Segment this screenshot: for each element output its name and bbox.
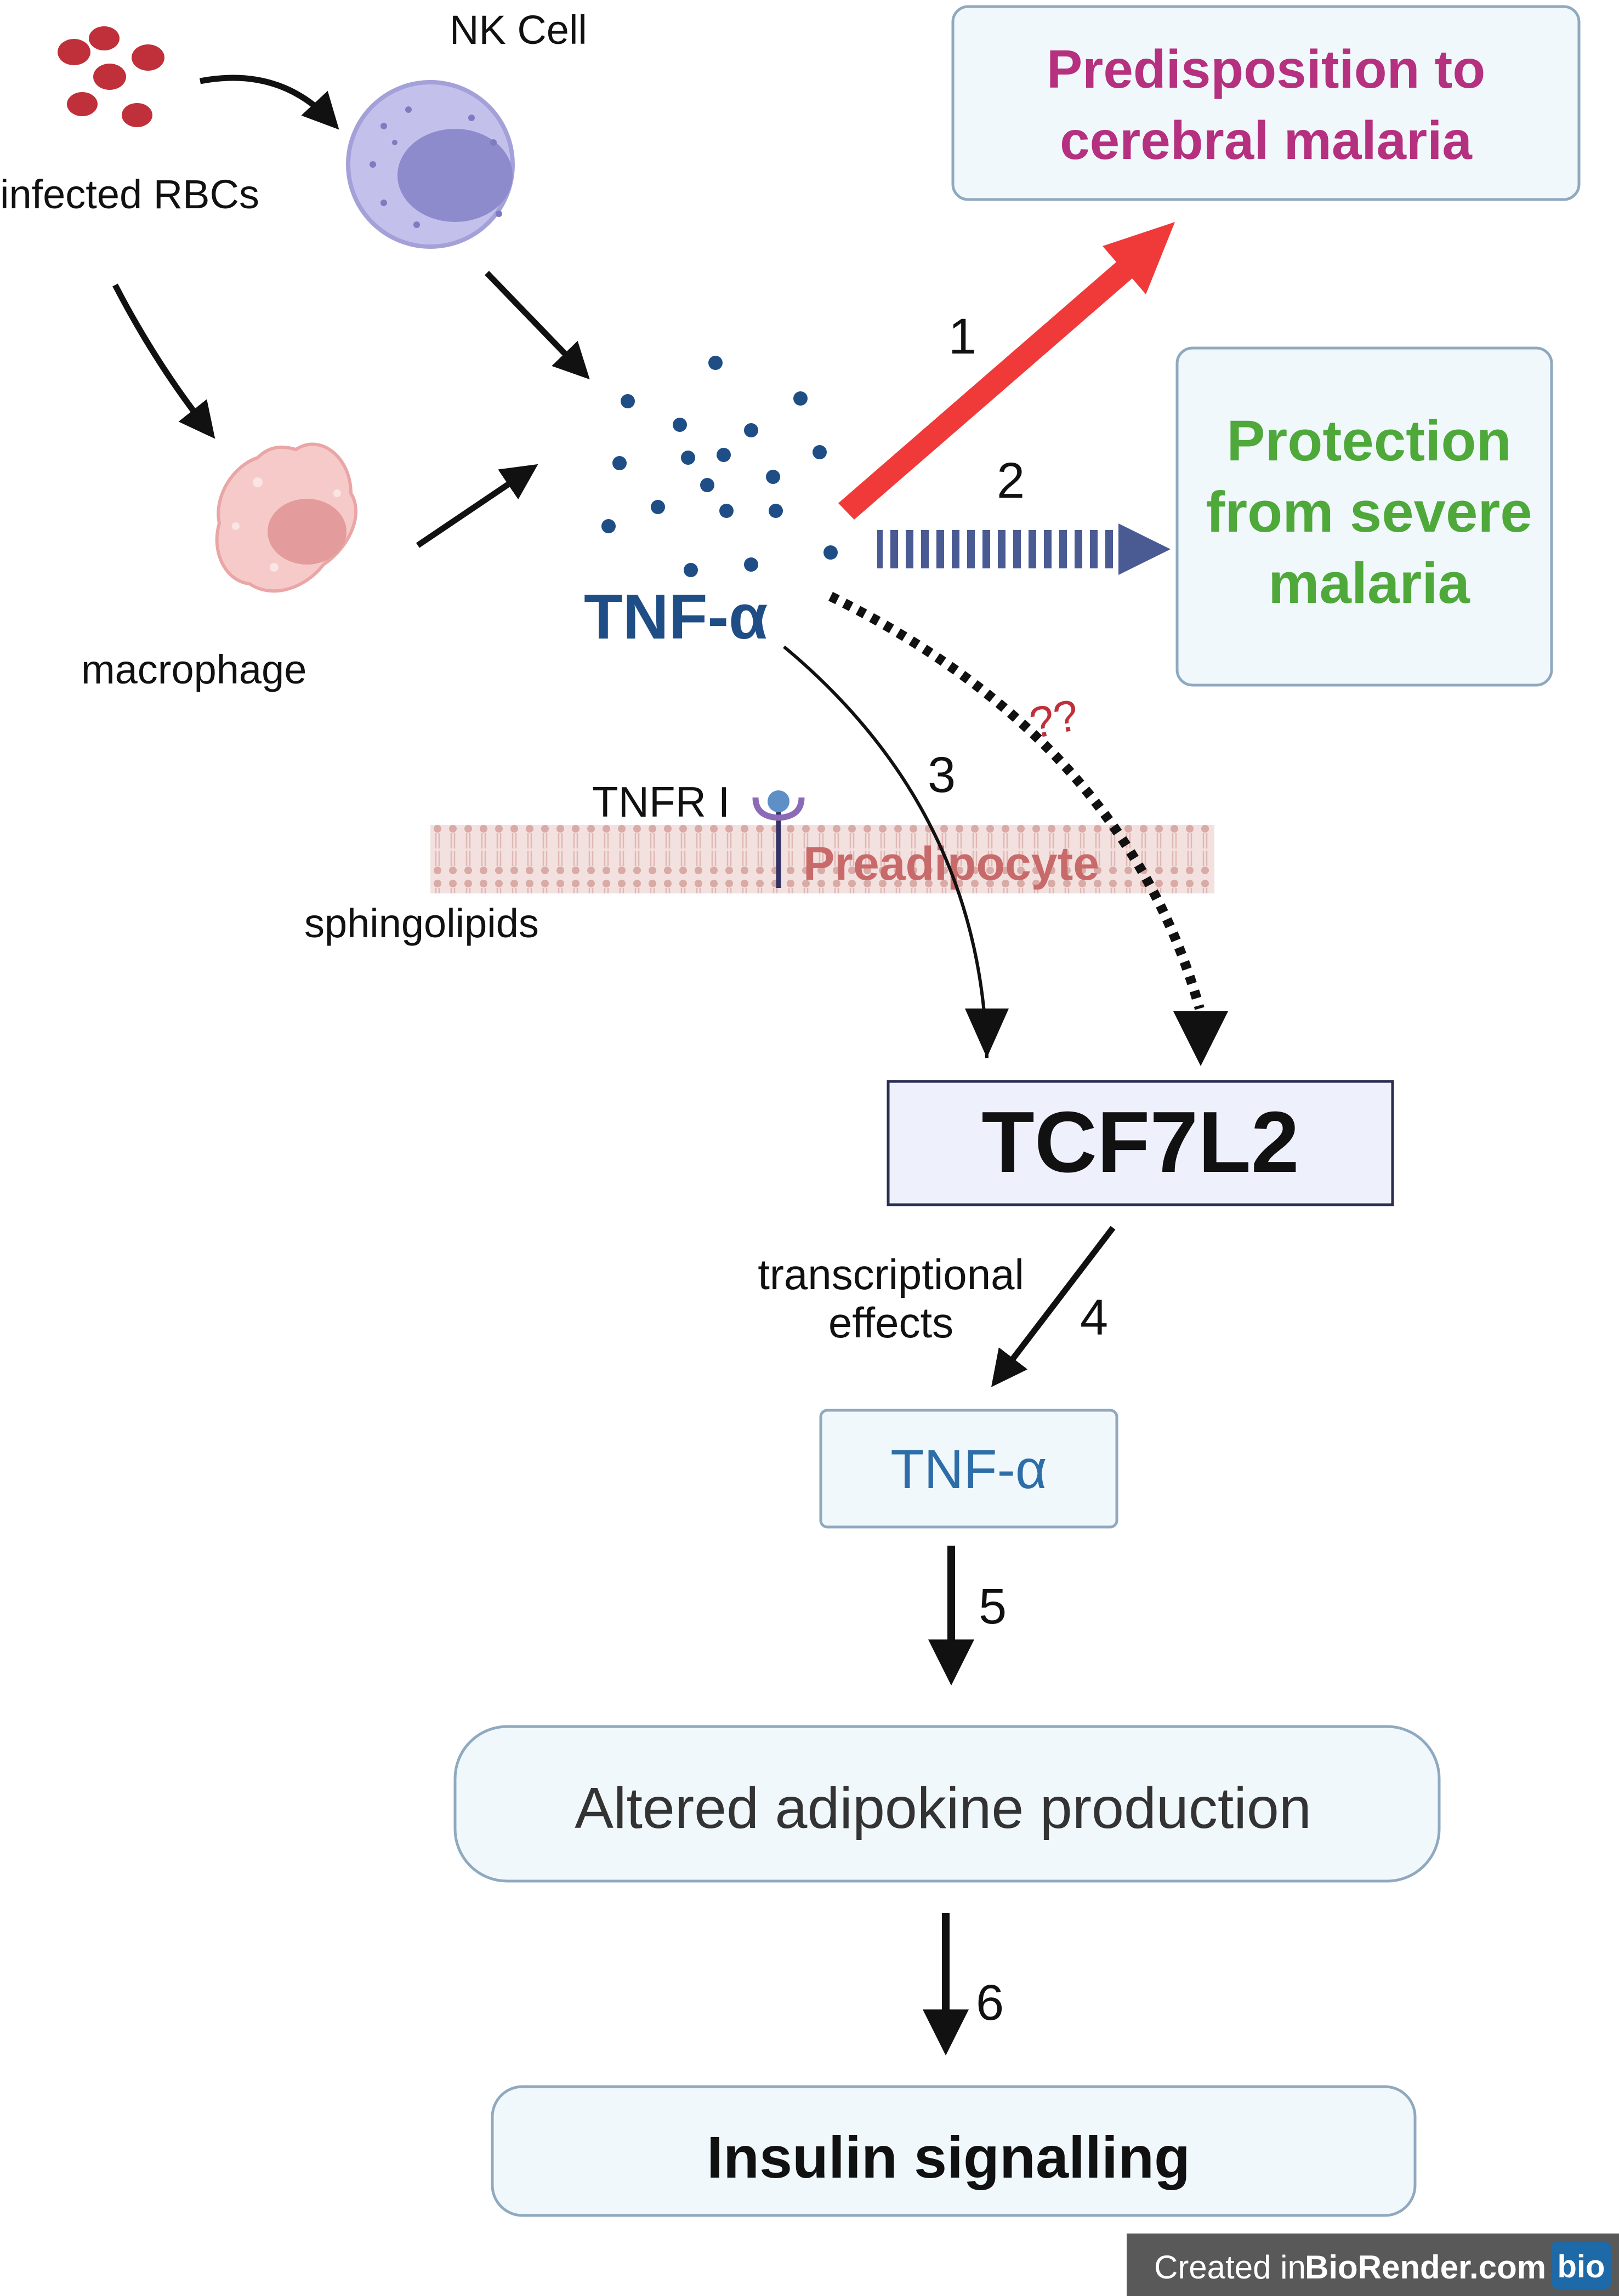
step-2-label: 2 [997,453,1025,509]
tnfr-label: TNFR I [592,778,730,826]
step-4-label: 4 [1080,1290,1108,1346]
tnf-alpha-box-label: TNF-α [890,1439,1047,1500]
infected-rbcs-label: infected RBCs [0,172,259,217]
protection-text-line3: malaria [1268,551,1470,616]
rbc-to-nk-arrow [199,75,339,130]
solid-arrow-3-head [965,1009,1009,1058]
dotted-arrow-2 [877,523,1171,575]
sphingolipids-label: sphingolipids [304,901,539,946]
nk-cell-icon [346,80,515,249]
predisposition-text-line2: cerebral malaria [1060,110,1473,170]
tcf7l2-box [887,1080,1394,1206]
transcriptional-effects-line1: transcriptional [758,1250,1024,1298]
biorender-created-in: Created in [1154,2249,1306,2286]
tnf-alpha-particles [601,356,838,577]
biorender-badge: Created in BioRender.com bio [1127,2234,1619,2296]
solid-arrow-3 [783,645,989,1058]
rbc-to-macrophage-arrow [112,283,215,439]
tnfr-receptor-icon [752,790,805,888]
insulin-label: Insulin signalling [707,2124,1190,2190]
nk-to-tnf-arrow [485,271,590,380]
step-1-label: 1 [948,309,976,364]
macrophage-label: macrophage [81,647,306,692]
step-3-label: 3 [928,747,956,803]
insulin-box [491,2085,1417,2217]
macrophage-icon [215,442,358,593]
nk-cell-label: NK Cell [450,7,587,53]
tnf-alpha-box [819,1409,1118,1529]
adipokine-box [453,1725,1441,1883]
macrophage-to-tnf-arrow [416,464,538,548]
preadipocyte-membrane [430,825,1214,893]
dotted-arrow-unknown-head [1173,1011,1228,1066]
biorender-brand: BioRender.com [1305,2249,1546,2286]
predisposition-box [951,5,1581,201]
tnf-alpha-label: TNF-α [584,581,768,652]
biorender-logo-icon: bio [1558,2249,1605,2284]
arrow-4 [991,1226,1116,1387]
protection-box [1175,346,1553,687]
step-6-label: 6 [976,1975,1004,2031]
predisposition-text-line1: Predisposition to [1047,39,1485,99]
transcriptional-effects-line2: effects [828,1298,953,1347]
preadipocyte-label: Preadipocyte [803,838,1099,890]
protection-text-line2: from severe [1206,480,1532,544]
tcf7l2-label: TCF7L2 [981,1094,1299,1190]
infected-rbcs-icon [58,26,164,127]
red-arrow-1 [838,222,1175,520]
protection-text-line1: Protection [1226,409,1511,473]
dotted-arrow-unknown [828,591,1205,1010]
step-5-label: 5 [979,1579,1007,1634]
adipokine-label: Altered adipokine production [575,1776,1311,1841]
